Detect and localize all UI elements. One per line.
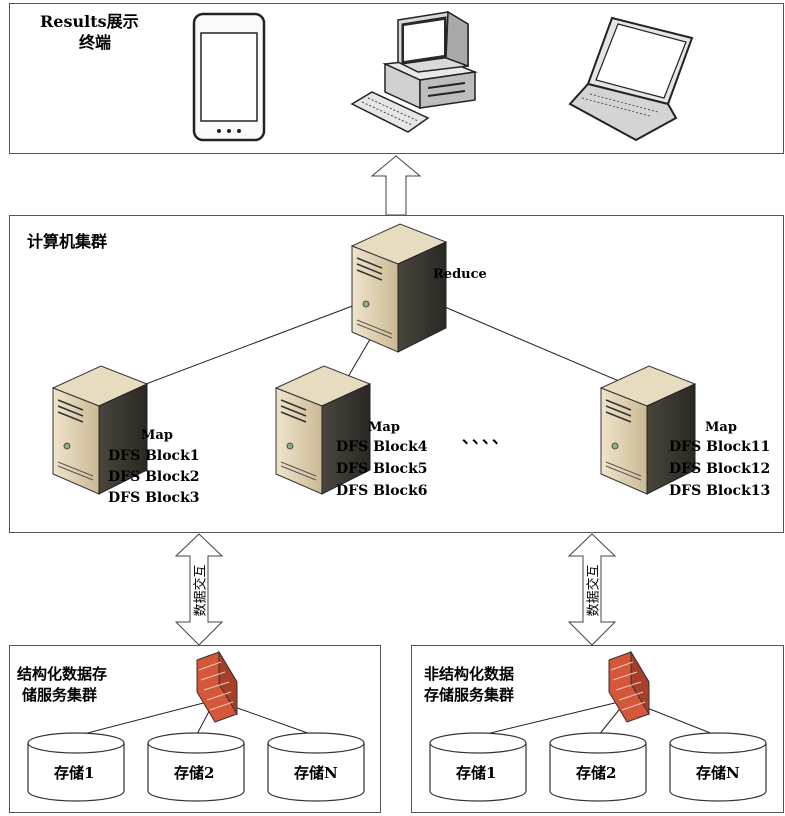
block-label: DFS Block12 [669, 461, 771, 477]
terminal-title-line1: Results展示 [40, 12, 139, 31]
structured-storage-title-1: 结构化数据存 [17, 665, 108, 683]
unstructured-storage-title-1: 非结构化数据 [424, 665, 515, 683]
storage-unit-label: 存储N [696, 764, 740, 782]
reduce-label: Reduce [433, 267, 487, 282]
block-label: DFS Block3 [108, 490, 200, 506]
block-label: DFS Block5 [336, 461, 428, 477]
storage-unit-label: 存储1 [54, 764, 95, 782]
terminal-title-line2: 终端 [79, 33, 112, 52]
ellipsis-marks: 、、、、 [462, 428, 511, 447]
map-label-2: Map [368, 420, 400, 435]
block-label: DFS Block13 [669, 483, 771, 499]
block-label: DFS Block1 [108, 448, 200, 464]
block-label: DFS Block2 [108, 469, 200, 485]
map-label-1: Map [141, 428, 173, 443]
block-label: DFS Block11 [669, 439, 771, 455]
storage-unit-label: 存储1 [456, 764, 497, 782]
unstructured-storage-title-2: 存储服务集群 [424, 686, 515, 704]
storage-unit-label: 存储N [294, 764, 338, 782]
storage-unit-label: 存储2 [576, 764, 617, 782]
block-label: DFS Block6 [336, 483, 428, 499]
cluster-title: 计算机集群 [27, 232, 108, 251]
block-label: DFS Block4 [336, 439, 428, 455]
structured-storage-title-2: 储服务集群 [22, 686, 98, 704]
map-label-3: Map [705, 420, 737, 435]
storage-unit-label: 存储2 [174, 764, 215, 782]
firewall-icon [196, 651, 238, 723]
